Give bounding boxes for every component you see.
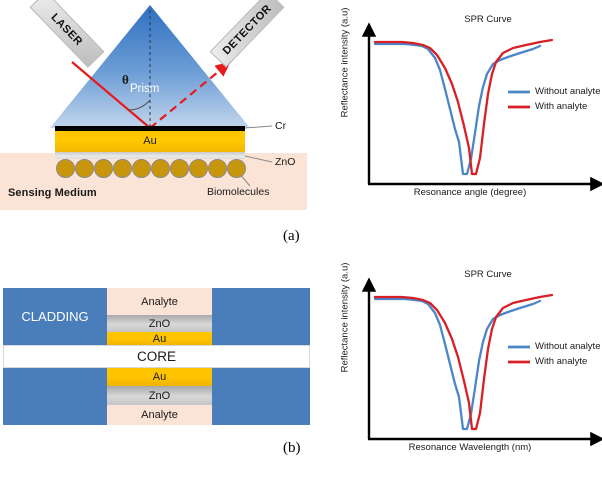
- chromium-layer: [55, 126, 245, 131]
- caption-b: (b): [283, 440, 301, 456]
- x-axis-label-top: Resonance angle (degree): [413, 187, 527, 198]
- spr-wavelength-chart: SPR Curve Without analyte With analyte R…: [330, 257, 602, 472]
- legend-label-with-analyte-bottom: With analyte: [535, 356, 588, 367]
- cladding-label: CLADDING: [21, 309, 89, 324]
- biomolecule: [151, 159, 170, 178]
- core-label: CORE: [136, 349, 176, 364]
- spr-angle-chart: SPR Curve Without analyte With analyte R…: [330, 2, 602, 217]
- core-block: CORE: [3, 345, 310, 368]
- biomolecule: [94, 159, 113, 178]
- reflected-beam: [149, 61, 231, 129]
- sensing-medium-label: Sensing Medium: [8, 187, 97, 199]
- analyte-layer-bottom: Analyte: [107, 405, 212, 425]
- legend-item-without-analyte-top: Without analyte: [535, 86, 600, 97]
- biomolecule: [170, 159, 189, 178]
- zno-label-bottom: ZnO: [148, 389, 171, 402]
- chart-title-top: SPR Curve: [464, 14, 512, 25]
- caption-a: (a): [283, 228, 300, 244]
- chart-title-bottom: SPR Curve: [464, 269, 512, 280]
- zno-layer-top: ZnO: [107, 315, 212, 332]
- cr-lead-line: [244, 125, 273, 129]
- gold-layer-bottom: Au: [107, 368, 212, 386]
- zno-label: ZnO: [275, 156, 296, 168]
- biomolecule: [189, 159, 208, 178]
- theta-symbol: θ: [122, 72, 129, 87]
- chart-plot-top: [361, 22, 602, 192]
- legend-item-with-analyte-top: With analyte: [535, 101, 587, 112]
- y-axis-label-top: Reflectance intensity (a.u): [339, 7, 351, 118]
- gold-layer-top: Au: [107, 332, 212, 345]
- series-line-without-analyte-top: [373, 42, 542, 176]
- legend-label-without-analyte-top: Without analyte: [535, 86, 601, 97]
- zno-lead-line: [244, 155, 273, 163]
- series-line-with-analyte-top: [373, 38, 554, 176]
- series-line-with-analyte-bottom: [373, 293, 554, 431]
- prism-spr-diagram: Sensing Medium LASER D: [0, 0, 330, 250]
- biomolecule: [227, 159, 246, 178]
- cladding-block-bottom-left: [3, 368, 107, 425]
- cr-label: Cr: [275, 120, 287, 132]
- legend-item-without-analyte-bottom: Without analyte: [535, 341, 600, 352]
- biomolecule: [208, 159, 227, 178]
- legend-label-with-analyte-top: With analyte: [535, 101, 588, 112]
- x-axis-label-bottom: Resonance Wavelength (nm): [408, 442, 532, 453]
- legend-label-without-analyte-bottom: Without analyte: [535, 341, 601, 352]
- biomolecules-label: Biomolecules: [207, 186, 270, 198]
- analyte-layer-top: Analyte: [107, 288, 212, 315]
- analyte-label-top: Analyte: [141, 295, 178, 308]
- gold-layer-label: Au: [143, 135, 157, 147]
- cladding-block-top-right: [212, 288, 310, 345]
- prism-label: Prism: [130, 83, 160, 95]
- biomolecule: [113, 159, 132, 178]
- gold-label-bottom: Au: [152, 371, 167, 383]
- chart-plot-bottom: [361, 277, 602, 447]
- biomolecule: [132, 159, 151, 178]
- incident-beam: [71, 61, 151, 129]
- cladding-block-bottom-right: [212, 368, 310, 425]
- zno-layer: [55, 152, 245, 159]
- legend-item-with-analyte-bottom: With analyte: [535, 356, 587, 367]
- gold-label-top: Au: [152, 332, 167, 345]
- fiber-spr-diagram: CLADDING Analyte ZnO Au CORE Au ZnO Anal…: [0, 283, 330, 433]
- incidence-angle-arc: [127, 99, 151, 111]
- gold-layer: Au: [55, 131, 245, 152]
- zno-layer-bottom: ZnO: [107, 386, 212, 405]
- series-line-without-analyte-bottom: [373, 297, 542, 431]
- biomolecule: [56, 159, 75, 178]
- zno-label-top: ZnO: [148, 317, 171, 330]
- biomolecule: [75, 159, 94, 178]
- analyte-label-bottom: Analyte: [141, 409, 178, 421]
- y-axis-label-bottom: Reflectance intensity (a.u): [339, 262, 351, 373]
- cladding-block-top-left: CLADDING: [3, 288, 107, 345]
